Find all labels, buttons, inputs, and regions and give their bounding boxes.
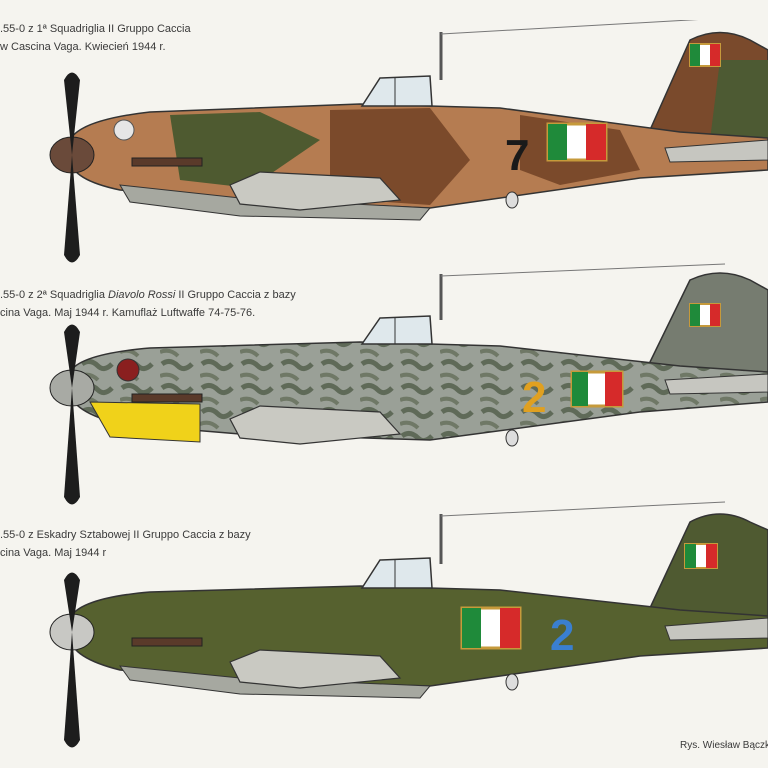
aircraft-profile-1: 7 <box>0 20 768 280</box>
caption-3-line-2: cina Vaga. Maj 1944 r <box>0 547 107 559</box>
caption-3-line-1: .55-0 z Eskadry Sztabowej II Gruppo Cacc… <box>0 529 251 541</box>
caption-2-line-2: cina Vaga. Maj 1944 r. Kamuflaż Luftwaff… <box>0 307 256 319</box>
aircraft-profile-3: 2 <box>0 500 768 760</box>
aircraft-profile-2: 2 <box>0 262 768 512</box>
caption-2-line-1-c: II Gruppo Caccia z bazy <box>175 289 296 301</box>
caption-1-line-1: .55-0 z 1ª Squadriglia II Gruppo Caccia <box>0 23 191 35</box>
caption-profile-3: .55-0 z Eskadry Sztabowej II Gruppo Cacc… <box>0 526 251 562</box>
caption-profile-2: .55-0 z 2ª Squadriglia Diavolo Rossi II … <box>0 286 296 322</box>
artist-credit: Rys. Wiesław Bączkow <box>680 740 768 751</box>
caption-2-line-1: .55-0 z 2ª Squadriglia Diavolo Rossi II … <box>0 286 296 304</box>
caption-profile-1: .55-0 z 1ª Squadriglia II Gruppo Caccia … <box>0 20 191 56</box>
caption-2-unit-name: Diavolo Rossi <box>108 289 176 301</box>
aircraft-1-code: 7 <box>505 131 529 180</box>
caption-2-line-1-a: .55-0 z 2ª Squadriglia <box>0 289 109 301</box>
aircraft-2-code: 2 <box>522 373 546 422</box>
aircraft-3-code: 2 <box>550 611 574 660</box>
caption-1-line-2: w Cascina Vaga. Kwiecień 1944 r. <box>0 41 166 53</box>
